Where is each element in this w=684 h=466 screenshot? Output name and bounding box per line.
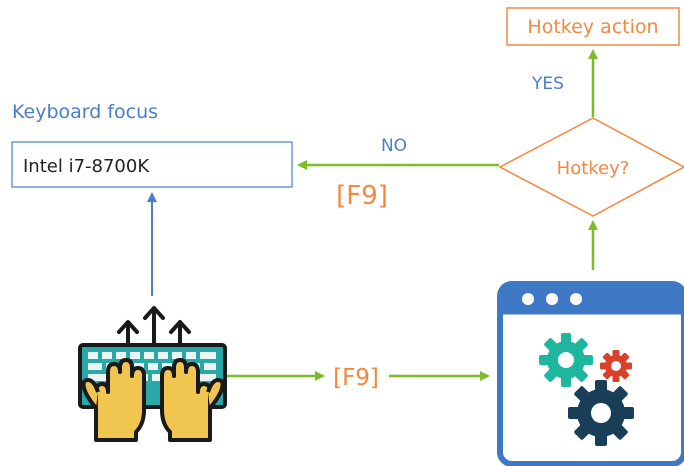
hotkey-question-label: Hotkey? [557,158,630,179]
hotkey-decision-node: Hotkey? [498,117,684,217]
yes-label: YES [531,74,564,94]
gear-red-icon [600,350,632,382]
keyboard-hands-icon [78,306,227,442]
hotkey-action-node: Hotkey action [506,7,680,46]
gear-navy-icon [568,380,634,446]
hotkey-action-label: Hotkey action [527,16,658,38]
keyboard-focus-label: Keyboard focus [12,101,158,123]
focus-field-value: Intel i7-8700K [23,156,150,177]
f9-label-bottom: [F9] [333,365,379,391]
f9-label-top: [F9] [336,181,388,211]
no-label: NO [381,136,407,156]
app-window-gears-icon [497,281,684,466]
gear-teal-icon [539,333,593,387]
focus-input-box: Intel i7-8700K [11,141,293,188]
